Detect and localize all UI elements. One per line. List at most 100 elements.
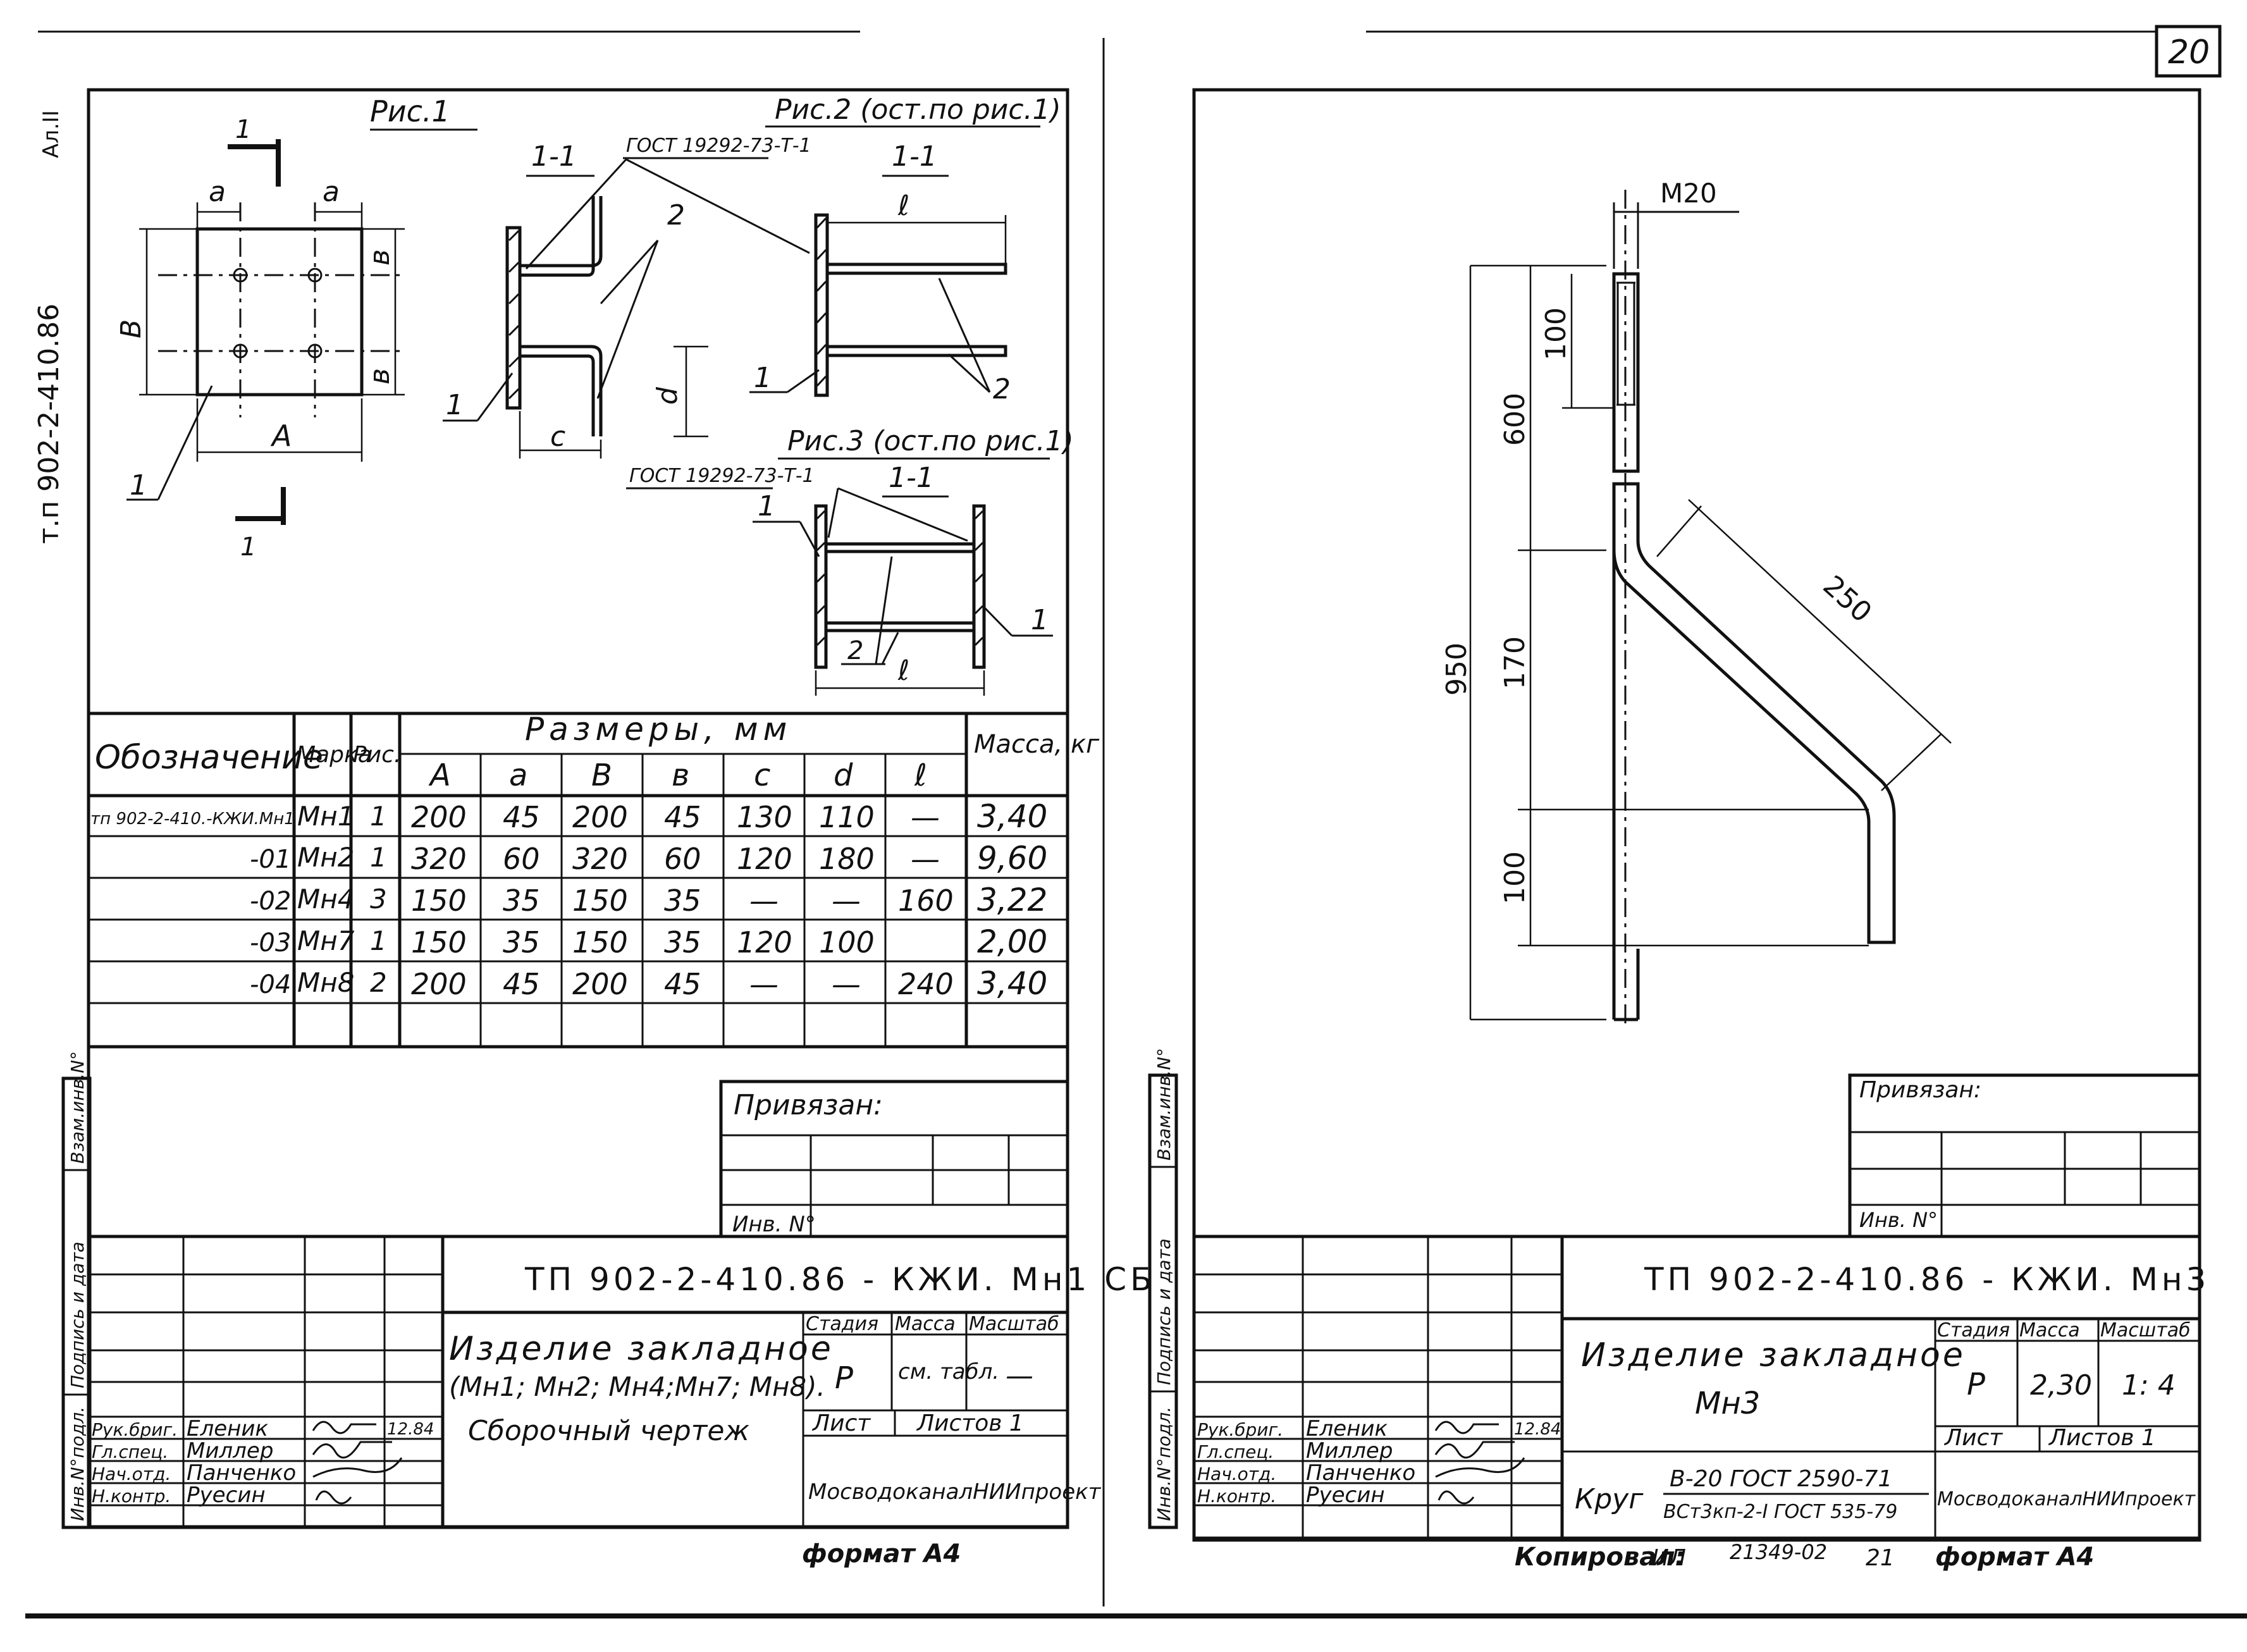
fig3-title: Рис.3 (ост.по рис.1) bbox=[787, 425, 1074, 457]
left-staff-name-1: Еленик bbox=[187, 1416, 268, 1441]
fig3: Рис.3 (ост.по рис.1) ГОСТ 19292-73-Т-1 1… bbox=[626, 425, 1074, 696]
fig2-dim-l: ℓ bbox=[897, 190, 909, 222]
table-row: тп 902-2-410.-КЖИ.Мн1 Мн1 1 200 45 200 4… bbox=[90, 798, 1047, 835]
fig1-dim-b1: в bbox=[364, 249, 396, 266]
fig1-title: Рис.1 bbox=[370, 94, 450, 128]
right-staff-name-3: Панченко bbox=[1306, 1460, 1415, 1486]
cell-d: — bbox=[832, 967, 861, 1001]
fig3-sec-label: 1-1 bbox=[889, 462, 934, 494]
left-name-1: Изделие закладное bbox=[449, 1330, 834, 1368]
dim-100-top: 100 bbox=[1540, 307, 1572, 361]
left-stage: Р bbox=[835, 1360, 853, 1396]
th-fig: Рис. bbox=[353, 742, 401, 768]
right-name-1: Изделие закладное bbox=[1581, 1336, 1966, 1374]
right-staff-date-1: 12.84 bbox=[1514, 1420, 1561, 1439]
cell-mass: 3,22 bbox=[977, 882, 1047, 918]
cell-des: -01 bbox=[250, 845, 291, 874]
fig1-sec-label: 1-1 bbox=[531, 140, 577, 173]
cell-a: 60 bbox=[503, 842, 540, 876]
left-staff-role-3: Нач.отд. bbox=[92, 1464, 171, 1484]
right-side-replace: Взам.инв.N° bbox=[1154, 1048, 1174, 1161]
left-sheet: т.п 902-2-410.86 Ал.II Рис.1 a a В bbox=[33, 30, 1152, 1569]
fig2-leader-1: 1 bbox=[754, 362, 772, 394]
signature bbox=[315, 1490, 352, 1505]
right-inv-label: Инв. N° bbox=[1859, 1208, 1938, 1232]
cell-fig: 1 bbox=[370, 801, 387, 832]
dim-250: 250 bbox=[1817, 569, 1878, 629]
cell-A: 320 bbox=[411, 842, 467, 876]
right-title-block: ТП 902-2-410.86 - КЖИ. Мн3 Изделие закла… bbox=[1192, 1235, 2210, 1542]
fig2-title: Рис.2 (ост.по рис.1) bbox=[775, 94, 1061, 126]
cell-c: 120 bbox=[737, 925, 792, 959]
cell-A: 200 bbox=[411, 967, 467, 1001]
copied-sign: ИЛ bbox=[1652, 1545, 1686, 1571]
fig3-leader-2: 2 bbox=[847, 636, 863, 665]
cell-mark: Мн4 bbox=[297, 884, 354, 915]
dim-100-bottom: 100 bbox=[1499, 851, 1531, 904]
right-sheets-label: Листов 1 bbox=[2048, 1425, 2156, 1451]
cell-fig: 2 bbox=[370, 967, 387, 998]
cell-fig: 1 bbox=[370, 842, 387, 873]
left-title-block: ТП 902-2-410.86 - КЖИ. Мн1 СБ Изделие за… bbox=[87, 1235, 1152, 1529]
fig1-sec-leader-2: 2 bbox=[667, 199, 685, 231]
cell-mark: Мн2 bbox=[297, 842, 354, 873]
copy-page: 21 bbox=[1866, 1545, 1895, 1571]
signature bbox=[1437, 1490, 1475, 1505]
cell-B: 150 bbox=[572, 925, 628, 959]
fig1-plate bbox=[195, 227, 364, 397]
left-privyazan-label: Привязан: bbox=[734, 1089, 883, 1121]
cell-d: 180 bbox=[819, 842, 875, 876]
right-staff-name-1: Еленик bbox=[1306, 1416, 1388, 1441]
right-doc-code: ТП 902-2-410.86 - КЖИ. Мн3 bbox=[1644, 1261, 2210, 1298]
th-designation: Обозначение bbox=[95, 739, 323, 777]
th-col-B: В bbox=[591, 758, 612, 793]
fig1-section-bottom: 1 bbox=[240, 533, 256, 562]
cell-des: -04 bbox=[250, 970, 291, 999]
th-dims: Размеры, мм bbox=[525, 711, 792, 748]
cell-c: — bbox=[749, 884, 779, 918]
signature bbox=[312, 1441, 392, 1458]
fig3-dim-l: ℓ bbox=[897, 655, 909, 687]
cell-b: 60 bbox=[664, 842, 701, 876]
fig2: Рис.2 (ост.по рис.1) ГОСТ 19292-73-Т-1 1… bbox=[525, 94, 1061, 405]
cell-B: 200 bbox=[572, 967, 628, 1001]
right-frame bbox=[1192, 88, 2201, 1540]
anchor-bolt: М20 950 600 100 170 100 bbox=[1441, 178, 1952, 1025]
signature bbox=[1435, 1457, 1525, 1478]
cell-c: — bbox=[749, 967, 779, 1001]
cell-mark: Мн1 bbox=[297, 801, 354, 832]
right-side-sign: Подпись и дата bbox=[1154, 1238, 1174, 1385]
left-staff-name-4: Руесин bbox=[187, 1482, 266, 1508]
copy-number: 21349-02 bbox=[1730, 1540, 1827, 1564]
signature bbox=[312, 1457, 403, 1478]
left-format: формат А4 bbox=[802, 1539, 961, 1569]
page-number: 20 bbox=[2168, 34, 2210, 71]
fig1-dim-A: А bbox=[270, 419, 292, 453]
th-col-b: в bbox=[672, 758, 689, 793]
right-name-2: Мн3 bbox=[1695, 1386, 1760, 1421]
th-col-d: d bbox=[834, 758, 853, 793]
left-mass: см. табл. bbox=[898, 1359, 999, 1384]
right-staff-name-4: Руесин bbox=[1306, 1482, 1385, 1508]
left-side-strip: Инв.N°подл. Подпись и дата Взам.инв.N° bbox=[61, 1051, 92, 1529]
cell-c: 130 bbox=[737, 800, 792, 834]
cell-a: 45 bbox=[503, 967, 540, 1001]
left-name-2: (Мн1; Мн2; Мн4;Мн7; Мн8). bbox=[449, 1371, 825, 1402]
fig3-leader-1b: 1 bbox=[1031, 604, 1049, 636]
right-side-inv: Инв.N°подл. bbox=[1154, 1407, 1174, 1521]
dim-950: 950 bbox=[1441, 643, 1473, 696]
cell-b: 35 bbox=[664, 884, 701, 918]
signature bbox=[1434, 1441, 1515, 1458]
cell-b: 45 bbox=[664, 967, 701, 1001]
fig2-gost: ГОСТ 19292-73-Т-1 bbox=[626, 135, 811, 157]
right-staff-role-2: Гл.спец. bbox=[1197, 1441, 1274, 1462]
right-privyazan-label: Привязан: bbox=[1859, 1077, 1981, 1103]
cell-l: — bbox=[911, 842, 940, 876]
fig1-dim-a2: a bbox=[323, 176, 340, 208]
cell-B: 150 bbox=[572, 884, 628, 918]
right-sheet-label: Лист bbox=[1943, 1425, 2003, 1451]
right-stage-h: Стадия bbox=[1937, 1319, 2010, 1341]
cell-l: 160 bbox=[898, 884, 954, 918]
cell-B: 200 bbox=[572, 800, 628, 834]
cell-d: 110 bbox=[819, 800, 875, 834]
